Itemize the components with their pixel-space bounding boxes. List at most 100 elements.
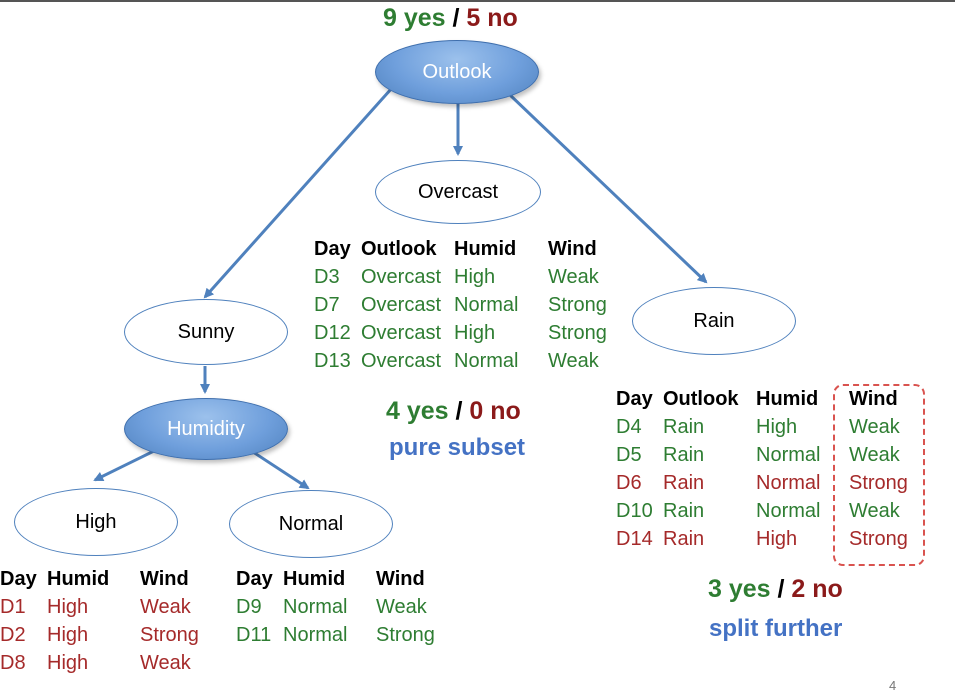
overcast-yes: 4 yes [386,397,449,425]
node-humidity-label: Humidity [167,417,245,440]
top-border [0,0,955,2]
cell: Strong [376,624,435,646]
cell: Rain [663,416,705,438]
node-normal[interactable]: Normal [229,490,393,558]
cell: High [454,266,496,288]
node-outlook-label: Outlook [422,60,492,83]
cell: Overcast [361,294,442,316]
overcast-table: Day Outlook Humid Wind D3 Overcast High … [314,235,614,375]
cell: Weak [140,652,191,674]
cell: Normal [756,500,821,522]
cell: D6 [616,472,642,494]
cell: Strong [548,322,607,344]
cell: Normal [756,444,821,466]
table-row: D7 Overcast Normal Strong [314,291,614,319]
table-row: D13 Overcast Normal Weak [314,347,614,375]
cell: High [454,322,496,344]
col-day: Day [314,238,351,260]
cell: D7 [314,294,340,316]
table-row: D6 Rain Normal Strong [616,469,916,497]
col-day: Day [616,388,653,410]
cell: Weak [140,596,191,618]
overcast-slash: / [455,397,463,425]
overcast-no: 0 no [469,397,521,425]
col-humid: Humid [756,388,819,410]
cell: Normal [283,596,348,618]
node-sunny[interactable]: Sunny [124,299,288,365]
edge-humidity-high [93,447,159,482]
cell: D10 [616,500,653,522]
cell: Rain [663,528,705,550]
col-humid: Humid [47,568,110,590]
col-wind: Wind [140,568,189,590]
col-outlook: Outlook [361,238,437,260]
cell: D4 [616,416,642,438]
table-header: Day Humid Wind [0,565,210,593]
cell: Strong [849,472,908,494]
cell: D9 [236,596,262,618]
cell: Weak [849,444,900,466]
table-row: D14 Rain High Strong [616,525,916,553]
cell: D3 [314,266,340,288]
node-overcast-label: Overcast [417,180,499,203]
rain-counts: 3 yes / 2 no [708,575,843,604]
cell: Weak [548,350,599,372]
rain-table: Day Outlook Humid Wind D4 Rain High Weak… [616,385,916,553]
table-row: D2 High Strong [0,621,210,649]
cell: High [756,416,798,438]
node-high[interactable]: High [14,488,178,556]
rain-note: split further [709,615,843,642]
table-header: Day Humid Wind [236,565,446,593]
cell: Weak [849,500,900,522]
col-wind: Wind [849,388,898,410]
cell: Normal [454,294,519,316]
col-day: Day [0,568,37,590]
cell: Weak [849,416,900,438]
cell: D14 [616,528,653,550]
cell: Rain [663,472,705,494]
cell: Normal [756,472,821,494]
table-header: Day Outlook Humid Wind [314,235,614,263]
cell: D11 [236,624,272,646]
node-sunny-label: Sunny [177,320,235,343]
root-yes: 9 yes [383,4,446,32]
cell: Weak [548,266,599,288]
cell: High [47,652,89,674]
table-row: D12 Overcast High Strong [314,319,614,347]
cell: Strong [548,294,607,316]
cell: High [47,596,89,618]
cell: D13 [314,350,351,372]
node-rain-label: Rain [693,309,735,332]
table-row: D3 Overcast High Weak [314,263,614,291]
node-outlook[interactable]: Outlook [375,40,539,104]
col-day: Day [236,568,273,590]
cell: High [47,624,89,646]
table-row: D5 Rain Normal Weak [616,441,916,469]
node-overcast[interactable]: Overcast [375,160,541,224]
wind-column-highlight [833,384,925,566]
col-outlook: Outlook [663,388,739,410]
cell: Normal [283,624,348,646]
root-no: 5 no [466,4,518,32]
node-rain[interactable]: Rain [632,287,796,355]
table-row: D1 High Weak [0,593,210,621]
edge-humidity-normal [249,448,310,490]
cell: D12 [314,322,351,344]
table-row: D8 High Weak [0,649,210,677]
cell: Rain [663,500,705,522]
rain-slash: / [777,575,785,603]
table-row: D10 Rain Normal Weak [616,497,916,525]
col-humid: Humid [454,238,517,260]
col-wind: Wind [376,568,425,590]
node-normal-label: Normal [278,512,344,535]
cell: D1 [0,596,26,618]
col-humid: Humid [283,568,346,590]
root-counts: 9 yes / 5 no [383,4,518,33]
rain-yes: 3 yes [708,575,771,603]
normal-table: Day Humid Wind D9 Normal Weak D11 Normal… [236,565,446,649]
edge-outlook-rain [508,93,708,284]
node-humidity[interactable]: Humidity [124,398,288,460]
high-table: Day Humid Wind D1 High Weak D2 High Stro… [0,565,210,677]
table-row: D4 Rain High Weak [616,413,916,441]
